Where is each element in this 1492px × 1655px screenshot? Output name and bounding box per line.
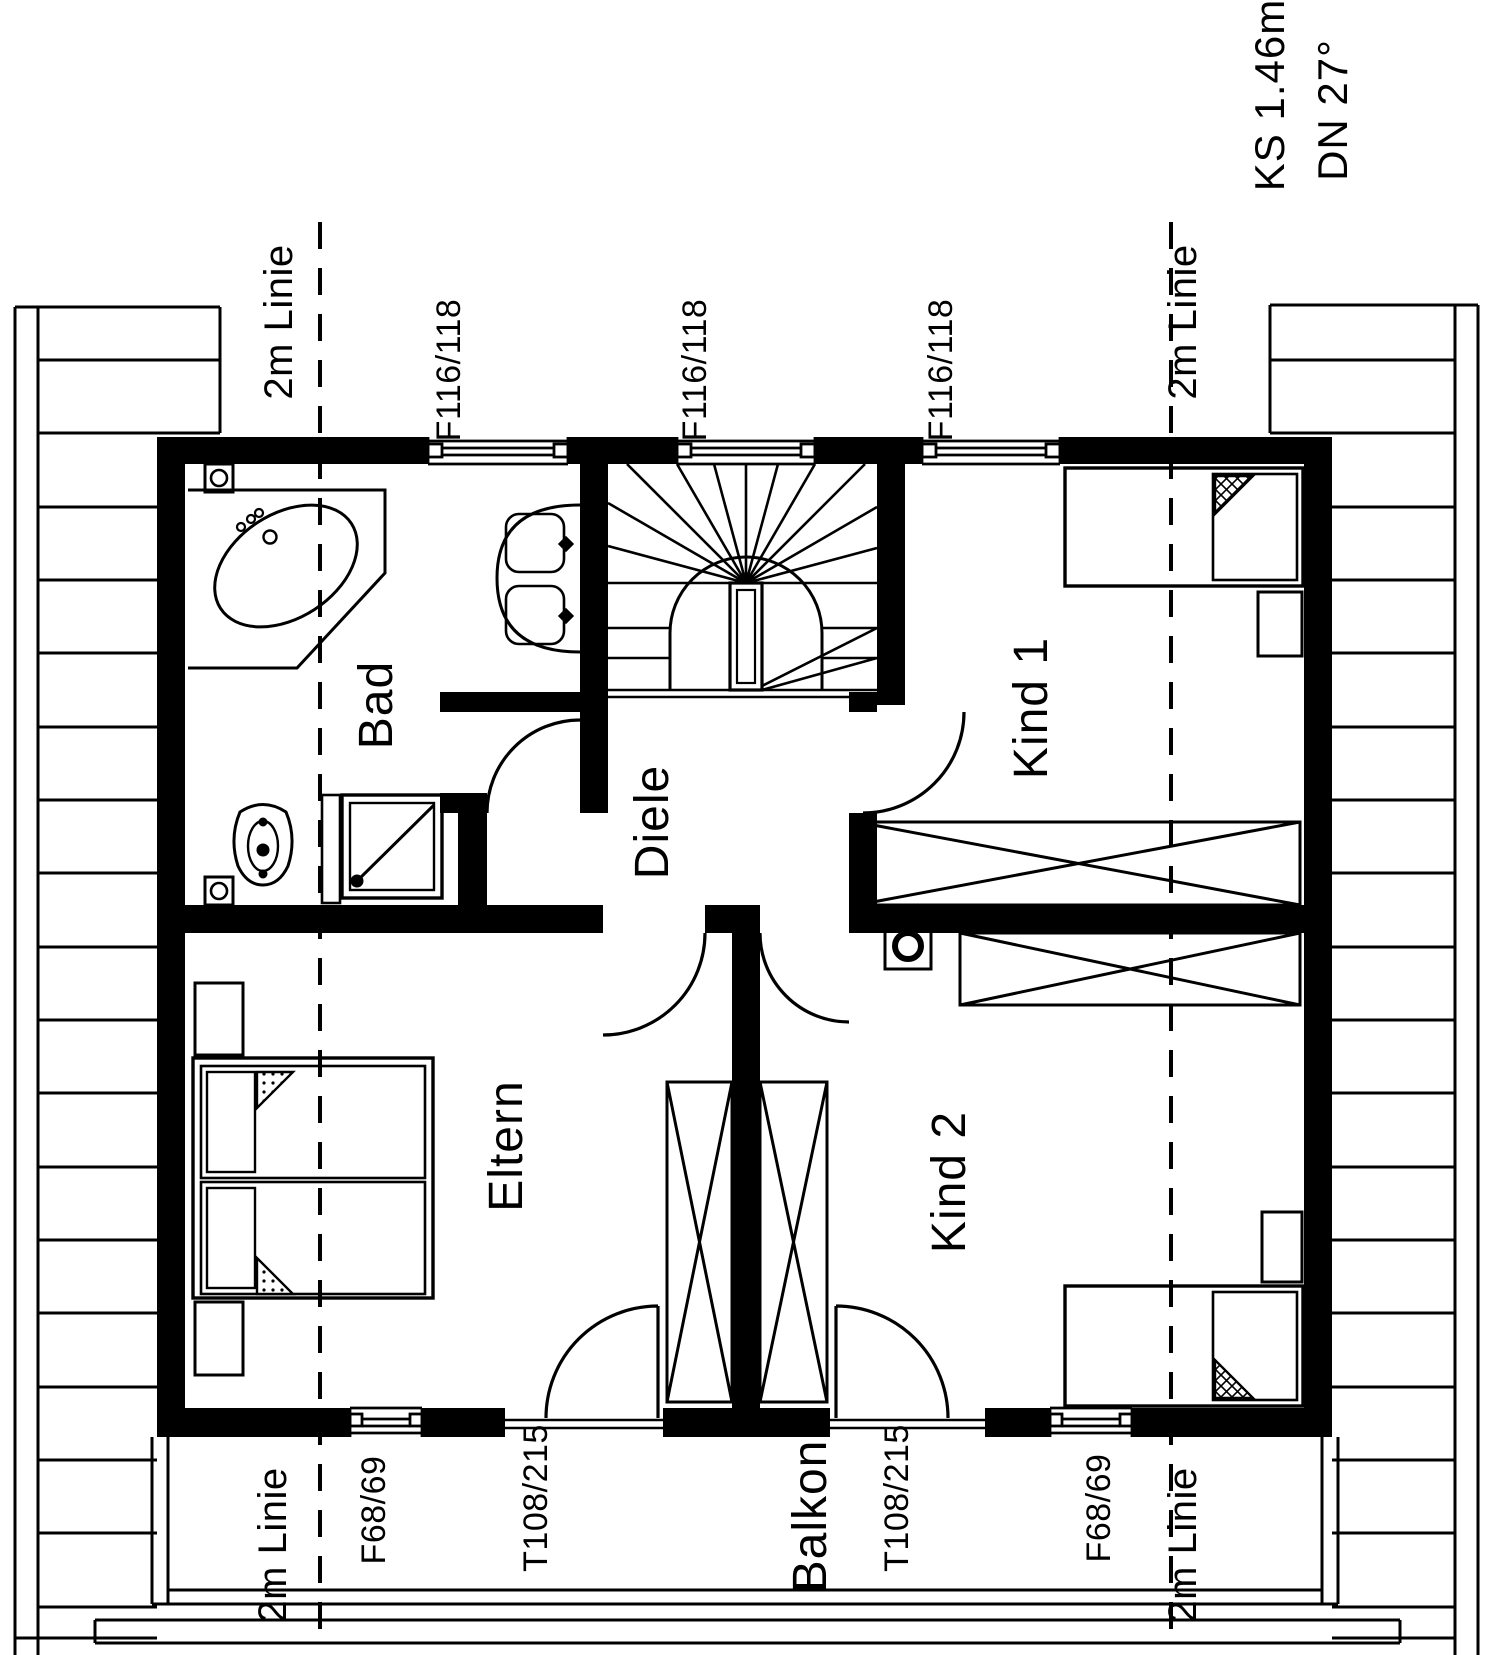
nightstand (193, 981, 245, 1057)
guide-label-bottom-left: 2m Linie (251, 1467, 295, 1622)
window-label-1: F116/118 (430, 299, 468, 442)
room-label-kind1: Kind 1 (1005, 637, 1058, 779)
toilet (232, 803, 294, 887)
room-label-balkon: Balkon (784, 1440, 837, 1593)
staircase (607, 463, 878, 699)
room-label-kind2: Kind 2 (923, 1111, 976, 1253)
wardrobes (665, 820, 1302, 1404)
title-knee-wall: KS 1.46m (1246, 0, 1293, 191)
single-bed (1063, 1284, 1305, 1408)
window-label-small-left: F68/69 (355, 1456, 393, 1565)
nightstand (193, 1300, 245, 1377)
window-label-2: F116/118 (676, 299, 714, 442)
double-washbasin (495, 503, 581, 654)
door-bad (485, 718, 581, 814)
door-eltern (602, 932, 707, 1037)
single-bed (1063, 466, 1305, 588)
room-label-diele: Diele (626, 765, 679, 879)
room-label-bad: Bad (350, 661, 403, 749)
window-label-3: F116/118 (922, 299, 960, 442)
shower (320, 793, 444, 905)
nightstand (1260, 1210, 1304, 1284)
bathtub (188, 488, 387, 670)
roof-eave-left (13, 305, 222, 1655)
balcony-parapet (93, 1437, 1402, 1645)
double-bed (191, 1056, 435, 1300)
chimney (883, 921, 933, 971)
service-box-top (203, 462, 235, 494)
wardrobe-eltern (665, 1080, 734, 1404)
windows-top (426, 437, 1062, 466)
window-label-small-right: F68/69 (1080, 1454, 1118, 1563)
windows-bottom (348, 1406, 1134, 1437)
two-meter-guides (318, 222, 1173, 1630)
wardrobe-kind2 (958, 931, 1302, 1007)
balcony-door-kind2 (834, 1304, 950, 1419)
walls (157, 437, 1332, 1437)
labels: KS 1.46m DN 27° Bad Diele Kind 1 Eltern … (251, 0, 1356, 1623)
bedroom-kind2-furniture (1063, 1210, 1305, 1408)
wardrobe-kind1 (855, 820, 1302, 907)
bathroom (188, 462, 581, 907)
room-label-eltern: Eltern (480, 1080, 533, 1211)
bedroom-kind1-furniture (1063, 466, 1305, 658)
doors (485, 711, 985, 1430)
guide-label-top-right: 2m Linie (1161, 244, 1205, 399)
bedroom-eltern-furniture (191, 981, 435, 1377)
door-label-left: T108/215 (517, 1424, 555, 1572)
nightstand (1256, 590, 1304, 658)
service-box-bottom (203, 875, 235, 907)
balcony-door-eltern (544, 1304, 660, 1419)
title-roof-pitch: DN 27° (1309, 39, 1356, 181)
wardrobe-kind2-south (758, 1080, 829, 1404)
door-label-right: T108/215 (878, 1424, 916, 1572)
guide-label-bottom-right: 2m Linie (1161, 1467, 1205, 1622)
roof-eave-right (1268, 303, 1480, 1655)
guide-label-top-left: 2m Linie (257, 244, 301, 399)
door-kind1 (862, 711, 966, 815)
door-kind2 (758, 932, 850, 1024)
